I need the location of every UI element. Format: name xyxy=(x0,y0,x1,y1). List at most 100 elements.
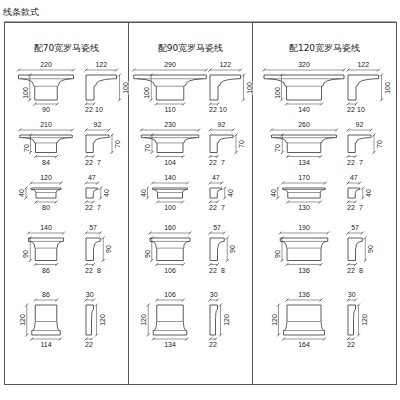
moulding-line xyxy=(158,192,183,193)
dimension-line xyxy=(236,135,237,153)
dimension-value: 134 xyxy=(297,158,311,165)
dimension-tick xyxy=(364,259,367,262)
dimension-tick xyxy=(209,69,212,72)
moulding-line xyxy=(157,321,184,322)
dimension-tick xyxy=(223,232,226,235)
dimension-value: 22 xyxy=(346,204,356,211)
dimension-tick xyxy=(286,155,289,158)
dimension-value: 120 xyxy=(270,313,277,327)
dimension-tick xyxy=(95,334,98,337)
dimension-line xyxy=(272,130,337,131)
dimension-value: 84 xyxy=(41,158,51,165)
dimension-value: 114 xyxy=(39,341,52,348)
dimension-line xyxy=(19,70,74,71)
dimension-tick xyxy=(59,338,62,341)
dimension-value: 90 xyxy=(41,106,51,113)
moulding-line xyxy=(287,248,321,249)
dimension-tick xyxy=(85,182,88,185)
dimension-tick xyxy=(282,338,285,341)
side-profile xyxy=(348,305,356,335)
dimension-tick xyxy=(149,232,152,235)
dimension-line xyxy=(86,156,93,157)
dimension-value: 47 xyxy=(211,174,221,181)
dimension-tick xyxy=(33,103,36,106)
dimension-line xyxy=(26,305,27,335)
dimension-line xyxy=(36,202,56,203)
dimension-line xyxy=(287,156,321,157)
dimension-line xyxy=(152,135,153,153)
moulding-line xyxy=(144,137,197,138)
dimension-line xyxy=(148,305,149,335)
side-profile xyxy=(86,305,94,335)
dimension-tick xyxy=(209,299,212,302)
dimension-value: 80 xyxy=(41,204,51,211)
front-profile xyxy=(150,238,190,261)
dimension-tick xyxy=(209,182,212,185)
moulding-line xyxy=(274,137,334,138)
front-profile xyxy=(141,135,199,153)
moulding-line xyxy=(157,142,183,143)
dimension-line xyxy=(348,202,355,203)
front-profile xyxy=(280,238,328,261)
dimension-tick xyxy=(95,304,98,307)
dimension-line xyxy=(287,300,321,301)
dimension-tick xyxy=(85,129,88,132)
dimension-line xyxy=(210,264,218,265)
moulding-line xyxy=(35,86,58,87)
dimension-value: 40 xyxy=(18,188,25,198)
dimension-tick xyxy=(373,151,376,154)
dimension-tick xyxy=(181,201,184,204)
drawing-title: 线条款式 xyxy=(3,6,39,19)
dimension-value: 90 xyxy=(229,244,236,254)
moulding-line xyxy=(35,321,57,322)
dimension-tick xyxy=(276,187,279,190)
dimension-tick xyxy=(99,232,102,235)
moulding-line xyxy=(32,189,61,190)
dimension-line xyxy=(150,233,190,234)
dimension-line xyxy=(348,183,360,184)
dimension-tick xyxy=(182,155,185,158)
dimension-tick xyxy=(27,232,30,235)
moulding-line xyxy=(137,78,203,79)
front-profile xyxy=(153,188,188,198)
dimension-tick xyxy=(155,263,158,266)
dimension-tick xyxy=(277,334,280,337)
dimension-tick xyxy=(209,232,212,235)
dimension-line xyxy=(210,104,218,105)
moulding-line xyxy=(151,241,189,242)
dimension-tick xyxy=(279,232,282,235)
dimension-value: 106 xyxy=(163,291,177,298)
dimension-value: 22 xyxy=(208,158,218,165)
dimension-value: 10 xyxy=(356,106,366,113)
dimension-tick xyxy=(152,338,155,341)
side-profile xyxy=(86,75,117,100)
dimension-line xyxy=(283,183,326,184)
dimension-tick xyxy=(182,263,185,266)
dimension-tick xyxy=(320,299,323,302)
dimension-value: 320 xyxy=(297,61,311,68)
moulding-line xyxy=(22,137,70,138)
dimension-value: 90 xyxy=(22,249,29,259)
dimension-value: 100 xyxy=(163,204,177,211)
dimension-line xyxy=(26,188,27,198)
dimension-tick xyxy=(270,129,273,132)
moulding-line xyxy=(287,86,322,87)
dimension-value: 86 xyxy=(41,291,51,298)
dimension-line xyxy=(210,70,241,71)
dimension-line xyxy=(348,104,356,105)
dimension-tick xyxy=(286,201,289,204)
dimension-tick xyxy=(115,69,118,72)
dimension-tick xyxy=(155,103,158,106)
dimension-line xyxy=(210,233,224,234)
dimension-line xyxy=(282,238,283,261)
dimension-line xyxy=(278,305,279,335)
dimension-tick xyxy=(85,232,88,235)
dimension-line xyxy=(86,130,109,131)
dimension-tick xyxy=(28,74,31,77)
dimension-value: 22 xyxy=(84,266,94,273)
dimension-line xyxy=(86,202,93,203)
dimension-tick xyxy=(209,129,212,132)
dimension-line xyxy=(29,75,30,100)
dimension-value: 70 xyxy=(144,143,151,153)
moulding-line xyxy=(284,189,325,190)
